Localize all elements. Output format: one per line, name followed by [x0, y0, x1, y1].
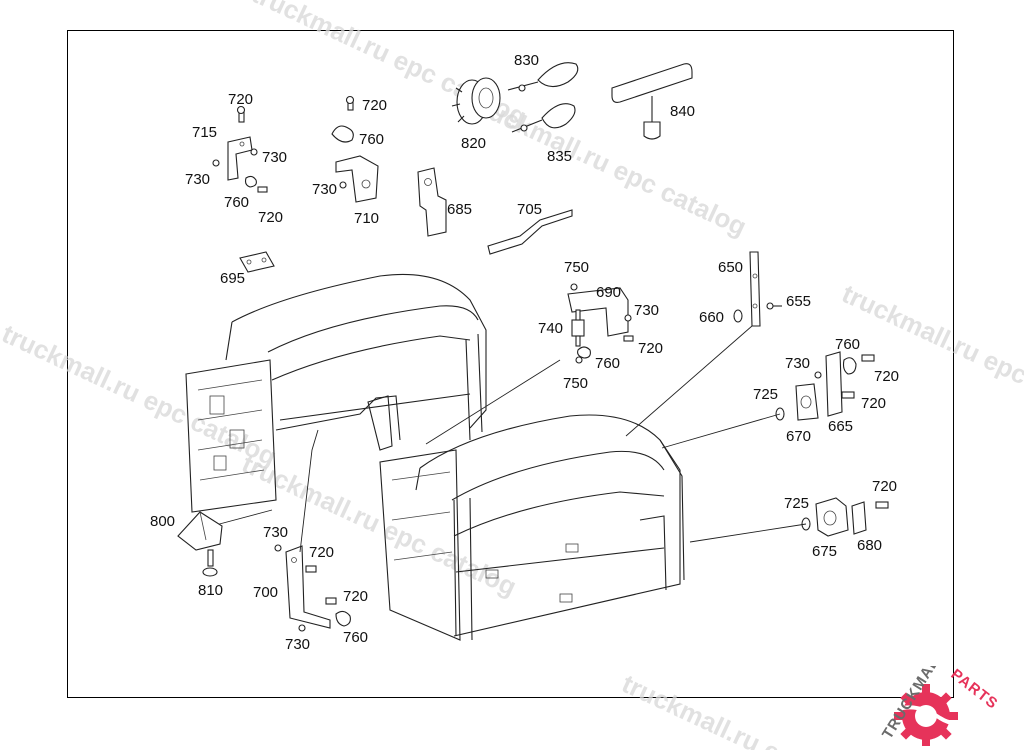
callout-820[interactable]: 820 [461, 135, 486, 152]
callout-730[interactable]: 730 [262, 149, 287, 166]
watermark: truckmall.ru epc catalog [0, 318, 281, 472]
callout-720[interactable]: 720 [638, 340, 663, 357]
callout-665[interactable]: 665 [828, 418, 853, 435]
callout-730[interactable]: 730 [785, 355, 810, 372]
callout-730[interactable]: 730 [263, 524, 288, 541]
callout-685[interactable]: 685 [447, 201, 472, 218]
strap-705 [487, 209, 573, 255]
callout-720[interactable]: 720 [343, 588, 368, 605]
callout-835[interactable]: 835 [547, 148, 572, 165]
callout-750[interactable]: 750 [564, 259, 589, 276]
callout-740[interactable]: 740 [538, 320, 563, 337]
callout-760[interactable]: 760 [835, 336, 860, 353]
callout-720[interactable]: 720 [874, 368, 899, 385]
battery-box-right [367, 359, 685, 641]
callout-675[interactable]: 675 [812, 543, 837, 560]
bracket-710-group [331, 95, 379, 203]
callout-710[interactable]: 710 [354, 210, 379, 227]
bar-650 [625, 251, 782, 437]
callout-680[interactable]: 680 [857, 537, 882, 554]
callout-725[interactable]: 725 [753, 386, 778, 403]
callout-690[interactable]: 690 [596, 284, 621, 301]
callout-830[interactable]: 830 [514, 52, 539, 69]
callout-720[interactable]: 720 [309, 544, 334, 561]
callout-810[interactable]: 810 [198, 582, 223, 599]
callout-720[interactable]: 720 [258, 209, 283, 226]
callout-720[interactable]: 720 [872, 478, 897, 495]
callout-670[interactable]: 670 [786, 428, 811, 445]
clamp-675-680 [689, 497, 889, 543]
clamps-830-835 [507, 62, 579, 133]
callout-720[interactable]: 720 [362, 97, 387, 114]
foot-800-810 [177, 511, 223, 577]
handle-840 [611, 63, 693, 140]
callout-760[interactable]: 760 [595, 355, 620, 372]
callout-700[interactable]: 700 [253, 584, 278, 601]
callout-730[interactable]: 730 [312, 181, 337, 198]
clamp-665-670 [661, 351, 875, 449]
callout-725[interactable]: 725 [784, 495, 809, 512]
callout-730[interactable]: 730 [185, 171, 210, 188]
battery-box-left [185, 273, 487, 527]
bracket-685 [417, 167, 447, 237]
watermark: truckmall.ru epc [617, 668, 812, 750]
pulley-820 [451, 77, 501, 125]
callout-800[interactable]: 800 [150, 513, 175, 530]
logo-text-accent: PARTS [948, 666, 1002, 713]
callout-650[interactable]: 650 [718, 259, 743, 276]
bracket-715-group [212, 105, 268, 193]
callout-730[interactable]: 730 [285, 636, 310, 653]
callout-840[interactable]: 840 [670, 103, 695, 120]
callout-730[interactable]: 730 [634, 302, 659, 319]
mount-690-740 [567, 283, 634, 364]
watermark: truckmall.ru epc [837, 278, 1024, 390]
callout-760[interactable]: 760 [359, 131, 384, 148]
watermark: truckmall.ru epc catalog [467, 88, 751, 242]
diagram-frame [67, 30, 954, 698]
plate-695 [239, 251, 275, 273]
callout-715[interactable]: 715 [192, 124, 217, 141]
callout-660[interactable]: 660 [699, 309, 724, 326]
callout-655[interactable]: 655 [786, 293, 811, 310]
callout-760[interactable]: 760 [343, 629, 368, 646]
bracket-700 [274, 429, 351, 632]
callout-760[interactable]: 760 [224, 194, 249, 211]
callout-695[interactable]: 695 [220, 270, 245, 287]
callout-720[interactable]: 720 [861, 395, 886, 412]
callout-720[interactable]: 720 [228, 91, 253, 108]
truckmall-parts-logo: TRUCKMALL PARTS [879, 666, 1002, 746]
callout-labels: 720 715 730 730 760 720 720 760 730 710 … [150, 52, 899, 653]
callout-705[interactable]: 705 [517, 201, 542, 218]
callout-750[interactable]: 750 [563, 375, 588, 392]
